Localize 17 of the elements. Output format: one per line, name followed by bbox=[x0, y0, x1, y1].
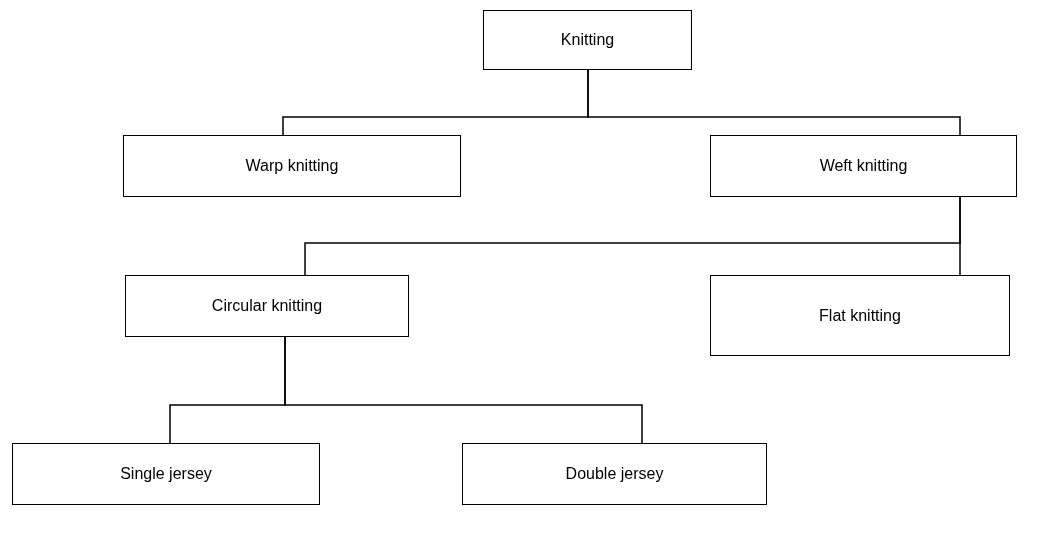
category-box bbox=[12, 443, 320, 505]
category-box bbox=[710, 135, 1017, 197]
box-label: Knitting bbox=[560, 31, 615, 49]
category-box bbox=[710, 275, 1010, 356]
box-label: Weft knitting bbox=[819, 157, 908, 175]
box-label: Single jersey bbox=[120, 465, 212, 483]
category-box bbox=[125, 275, 409, 337]
box-label: Circular knitting bbox=[211, 297, 323, 315]
connector-line bbox=[959, 196, 961, 276]
box-label: Double jersey bbox=[565, 465, 664, 483]
connector-line bbox=[284, 336, 643, 444]
connector-line bbox=[587, 69, 961, 136]
category-box bbox=[483, 10, 692, 70]
box-label: Warp knitting bbox=[245, 157, 339, 175]
category-box bbox=[123, 135, 461, 197]
box-label: Flat knitting bbox=[819, 306, 901, 325]
category-box bbox=[462, 443, 767, 505]
